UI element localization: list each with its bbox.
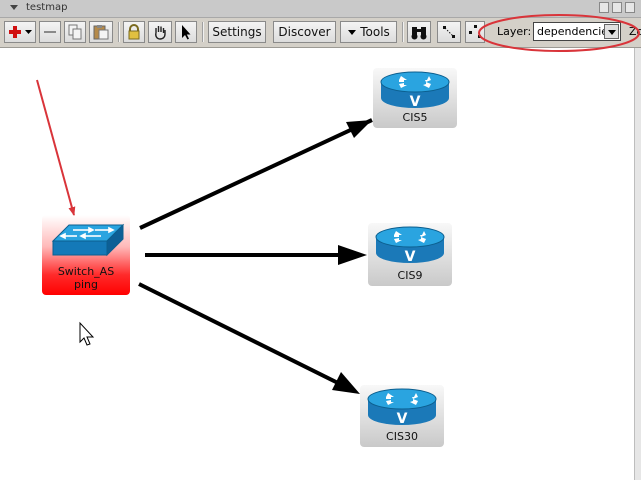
link-switch-cis5[interactable] [139,118,373,230]
lock-icon [128,24,140,40]
router-icon: V [380,71,450,110]
restore-window-icon[interactable] [599,2,609,13]
switch-icon [51,223,125,257]
select-tool-button[interactable] [175,21,197,43]
link-tool-icon [443,26,455,38]
vertical-scrollbar[interactable] [634,48,641,480]
arrowhead-icon [346,120,372,138]
node-label-line2: ping [74,278,98,291]
tools-menu-button[interactable]: Tools [340,21,397,43]
layer-select[interactable]: dependencies [533,22,621,41]
window-title: testmap [26,2,68,13]
node-cis9[interactable]: V CIS9 [368,223,452,286]
lock-button[interactable] [123,21,145,43]
router-icon: V [375,226,445,265]
arrowhead-icon [338,245,367,265]
plus-dropdown-icon [9,26,32,38]
arrowhead-icon [332,372,360,394]
copy-icon [68,24,82,40]
svg-text:V: V [410,94,421,110]
link-tool-button[interactable] [437,21,461,43]
node-label: CIS30 [386,430,418,443]
pan-button[interactable] [148,21,172,43]
svg-text:V: V [405,249,416,265]
discover-button[interactable]: Discover [273,21,336,43]
link-switch-cis30[interactable] [138,282,339,385]
toolbar-separator [118,22,120,42]
maximize-window-icon[interactable] [612,2,622,13]
dropdown-arrow-icon[interactable] [604,24,619,39]
remove-button[interactable] [39,21,61,43]
map-toolbar: Settings Discover Tools Layer: dependenc… [0,18,641,48]
select-pointer-icon [182,25,191,40]
node-label-line1: Switch_AS [57,265,115,278]
minus-icon [44,31,56,33]
node-label: CIS5 [402,111,428,124]
node-switch-as[interactable]: Switch_AS ping [42,215,130,295]
layer-select-value: dependencies [537,25,614,38]
node-cis5[interactable]: V CIS5 [373,68,457,128]
node-label: CIS9 [397,269,423,282]
window-titlebar: testmap [0,0,641,18]
node-cis30[interactable]: V CIS30 [360,385,444,447]
add-node-button[interactable] [4,21,36,43]
mouse-cursor-icon [79,321,95,346]
binoculars-icon [411,27,427,40]
close-window-icon[interactable] [625,2,635,13]
collapse-arrow-icon[interactable] [10,5,18,10]
paste-button[interactable] [89,21,113,43]
hand-pan-icon [155,26,166,40]
toolbar-separator [202,22,204,42]
router-icon: V [367,388,437,427]
dependency-links [138,118,373,394]
settings-button[interactable]: Settings [208,21,266,43]
annotation-highlight-ellipse [478,14,640,52]
paste-icon [93,25,109,40]
tools-menu-label: Tools [360,25,390,39]
toolbar-separator [402,22,404,42]
copy-button[interactable] [64,21,86,43]
svg-text:V: V [397,411,408,427]
layer-label: Layer: [497,25,532,38]
chevron-down-icon [348,30,357,35]
annotation-arrow [36,79,76,216]
find-button[interactable] [407,21,431,43]
